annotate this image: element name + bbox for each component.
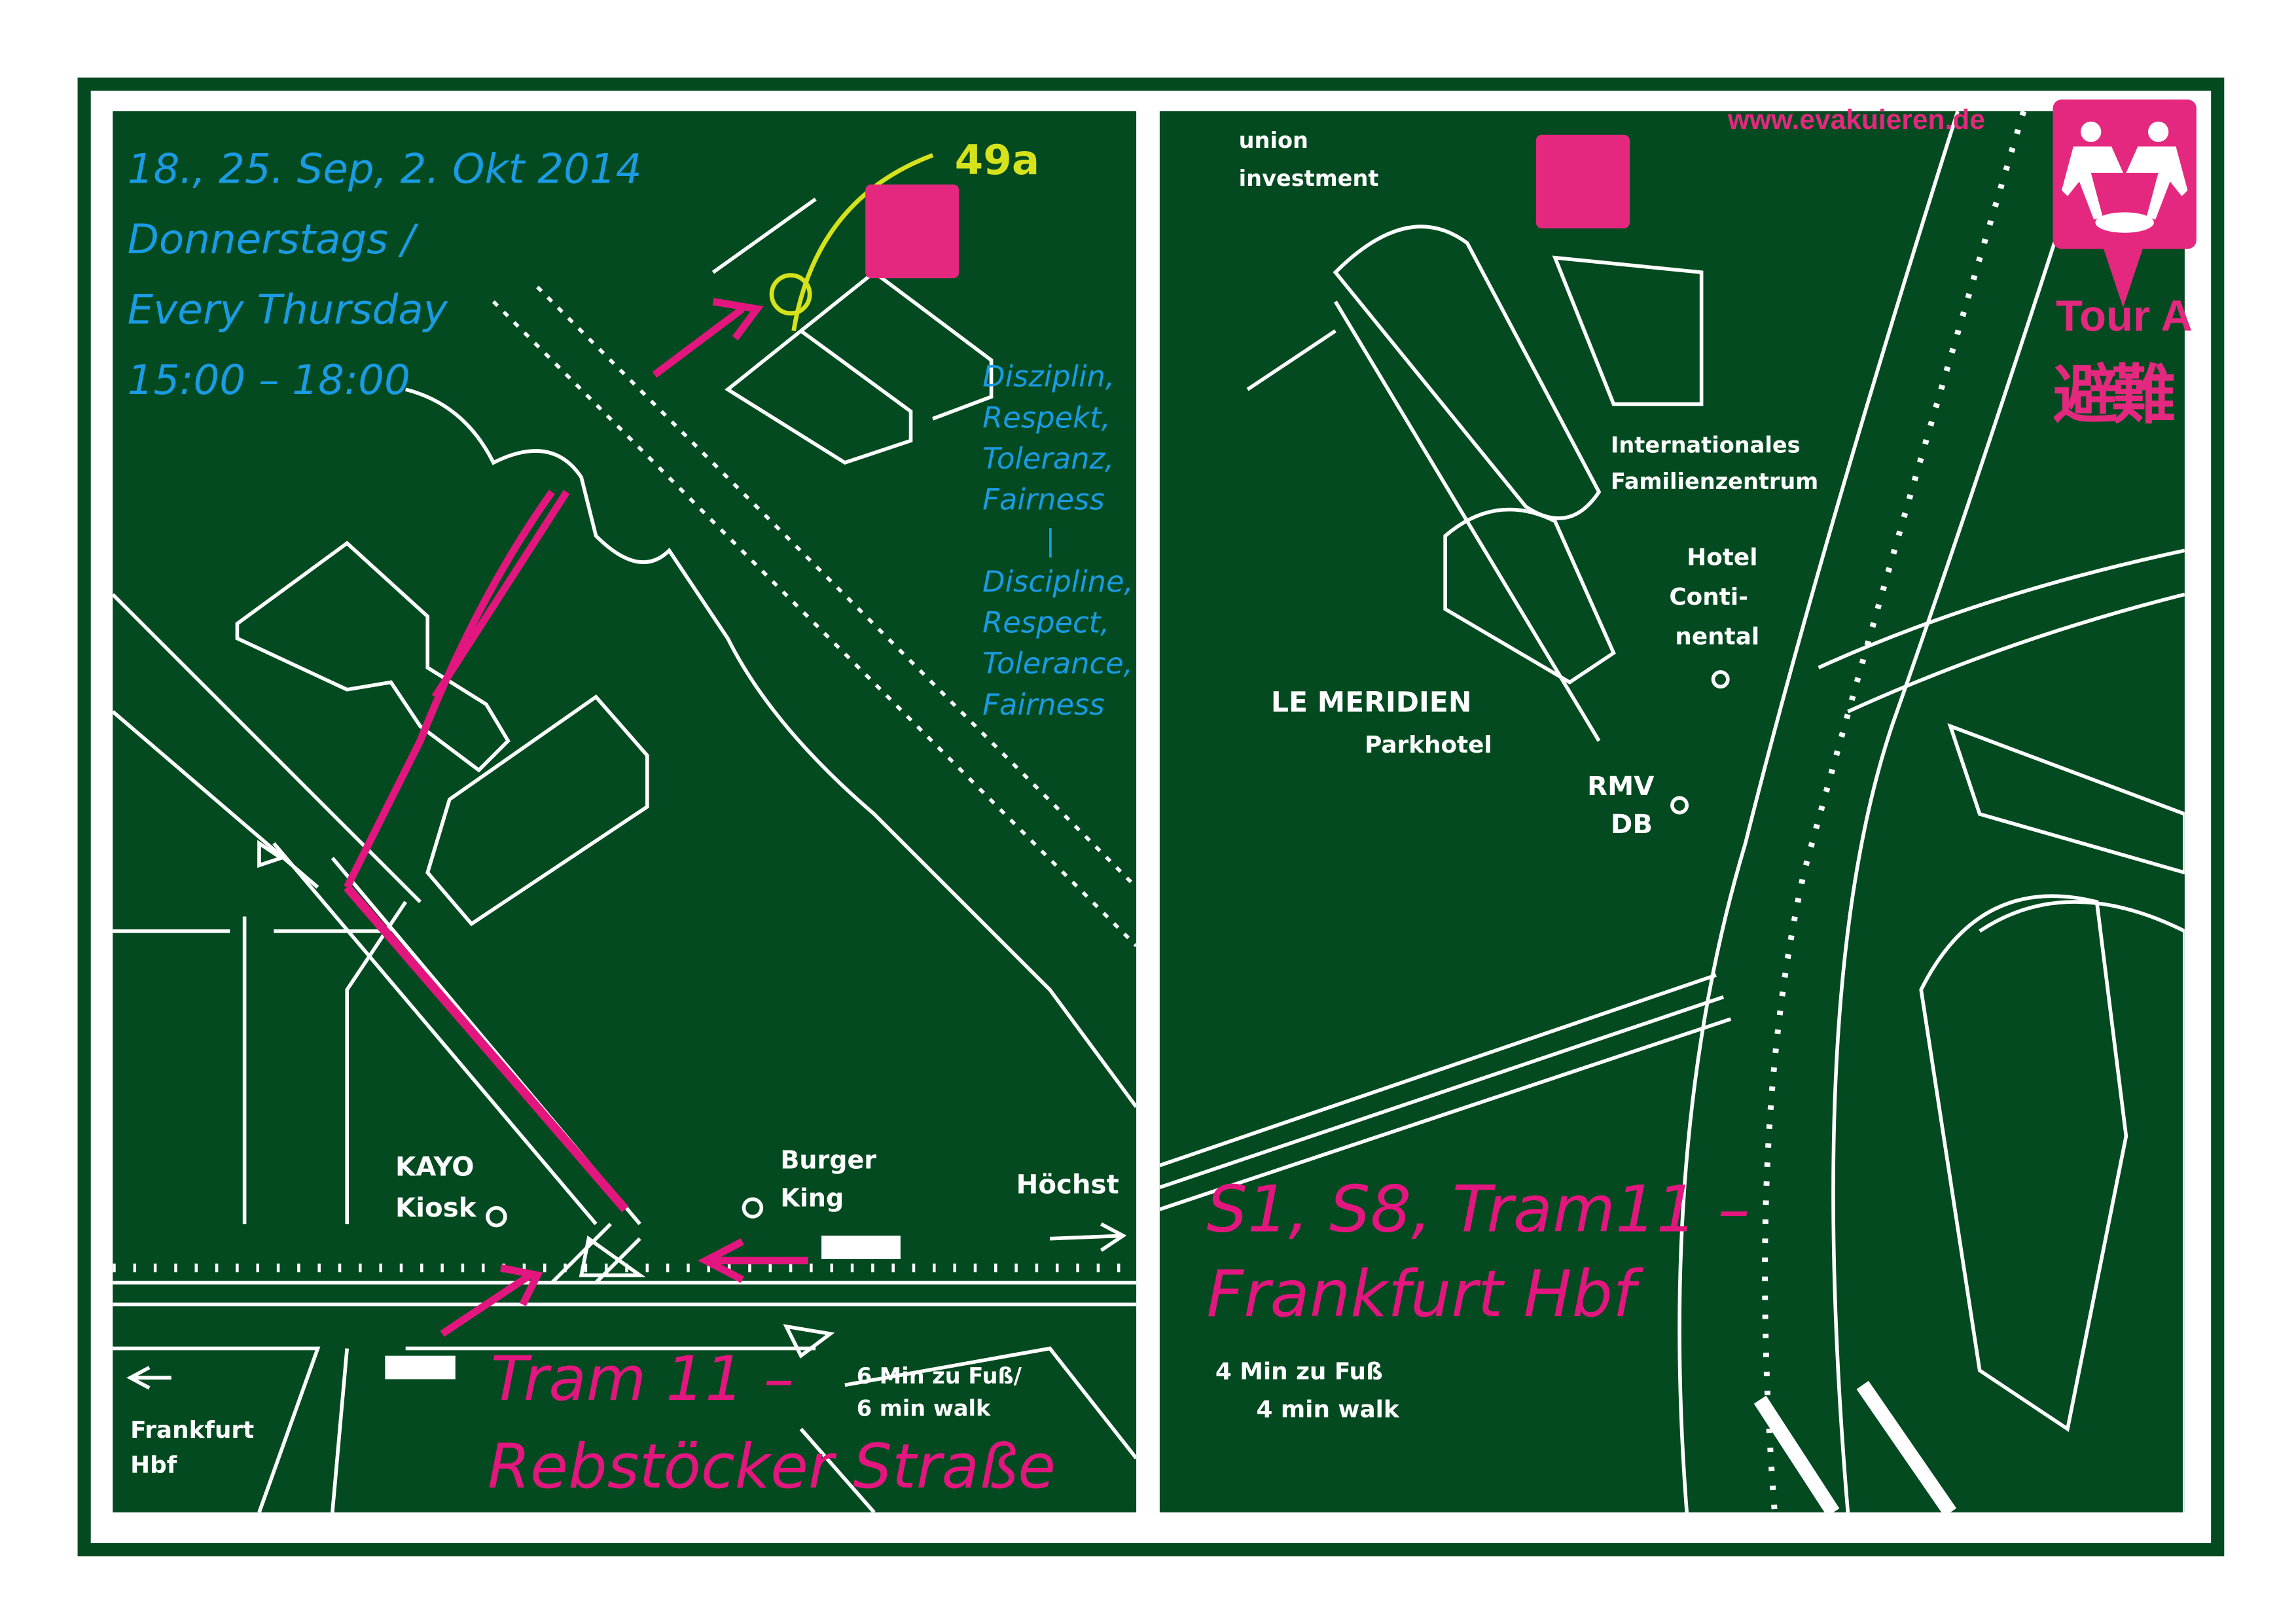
website-link[interactable]: www.evakuieren.de [1727,105,1985,137]
tram-track [1762,111,2027,1513]
burger-label: Burger [780,1146,877,1176]
walk-de: 4 Min zu Fuß [1215,1357,1383,1385]
stop-lines: S1, S8, Tram11 – [1206,1172,1750,1248]
stop-line: Tram 11 – [490,1342,795,1415]
route-path [344,884,629,1213]
bus-number: 49a [954,136,1040,185]
building-outline [711,197,994,465]
nental-label: nental [1675,622,1760,651]
stop-name: Frankfurt Hbf [1206,1257,1636,1332]
right-map-drawing [1159,111,2185,1513]
walk-en: 6 min walk [856,1395,991,1422]
value-text: Tolerance, [982,645,1133,681]
value-text: Respect, [982,604,1110,640]
railway [492,285,1137,948]
ifz-label-1: Internationales [1610,431,1801,459]
ifz-label-2: Familienzentrum [1610,468,1819,495]
value-text: Disziplin, [982,359,1115,394]
tram-line [113,1280,1137,1307]
kayo-label: KAYO [395,1152,475,1183]
two-people-handshake-icon [2053,99,2197,249]
conti-label: Conti- [1669,582,1749,611]
road-lines [113,901,408,1224]
value-text: Toleranz, [982,440,1115,476]
rmv-marker [1670,796,1689,815]
bus-stop-shelter [385,1355,456,1380]
logo-pin-tip [2102,245,2144,308]
bus-path [791,153,934,332]
right-map-panel: union investment Internationales Familie… [1159,111,2185,1513]
walk-en: 4 min walk [1256,1395,1399,1423]
logo-figures [2061,121,2188,233]
kiosk-marker [486,1205,507,1228]
parkhotel-label: Parkhotel [1365,730,1492,758]
road-lines [113,1346,1137,1513]
traffic-island [783,1324,835,1359]
value-text: Fairness [982,687,1105,722]
left-map-panel: 18., 25. Sep, 2. Okt 2014 Donnerstags / … [113,111,1137,1513]
frankfurt-label: Frankfurt [130,1416,255,1444]
left-map-drawing [113,153,1137,1513]
hoechst-label: Höchst [1016,1169,1119,1201]
separator: | [1045,522,1056,558]
hotel-label: Hotel [1687,543,1758,571]
building-outline [425,694,649,927]
walk-de: 6 Min zu Fuß/ [856,1363,1022,1390]
direction-arrows [126,1222,1127,1390]
bus-stop-shelter [821,1236,901,1259]
meeting-point-pin-icon [865,184,960,279]
value-text: Fairness [982,482,1105,517]
rmv-label: RMV [1587,772,1655,802]
cross-road [1159,973,1732,1211]
bridge-arch [1919,894,2128,1433]
kiosk-label: Kiosk [395,1193,476,1224]
king-label: King [780,1184,844,1214]
hotel-marker [1711,670,1730,689]
bus-stop-marker [769,273,812,316]
meeting-point-pin-icon [1535,134,1630,229]
main-road [1677,111,2099,1513]
platform [1753,1381,1957,1513]
building-outline [1552,255,1704,406]
event-dates: 18., 25. Sep, 2. Okt 2014 [127,145,642,194]
route-arrow [698,1238,808,1283]
value-text: Discipline, [982,563,1134,599]
tour-label: Tour A [2056,293,2193,342]
building-outline [1443,507,1616,685]
kanji-label: 避難 [2053,359,2176,434]
route-path [344,490,570,889]
investment-label: investment [1238,165,1379,192]
river-bank [405,387,1137,1108]
stop-name: Rebstöcker Straße [487,1430,1056,1503]
traffic-island [579,1235,646,1277]
cross-road [1818,548,2185,713]
road-lines [1246,300,1601,742]
bridge [1947,722,2185,1513]
event-time: 15:00 – 18:00 [127,355,410,404]
burger-king-marker [742,1197,764,1219]
weekday-de: Donnerstags / [127,215,415,264]
route-arrow [652,298,764,378]
union-label: union [1238,127,1308,154]
building-outline [235,541,511,773]
traffic-island [257,840,285,868]
outer-frame [77,77,2225,1557]
hbf-label: Hbf [130,1451,177,1479]
route-arrow [440,1264,543,1337]
weekday-en: Every Thursday [127,285,448,334]
meridien-label: LE MERIDIEN [1270,687,1472,719]
road-lines [113,593,641,1226]
value-text: Respekt, [982,399,1111,435]
db-label: DB [1610,810,1653,841]
